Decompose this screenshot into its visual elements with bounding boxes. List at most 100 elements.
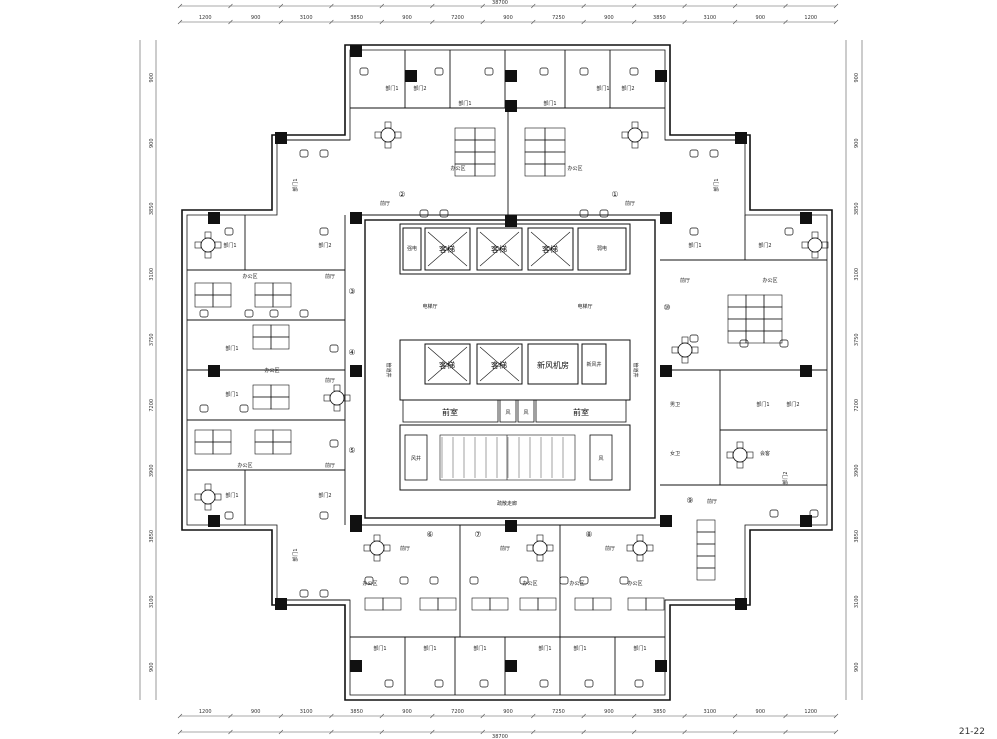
- unit-8: ⑧: [585, 530, 592, 539]
- dimension-tick: [783, 713, 788, 719]
- desk: [212, 294, 232, 308]
- reception-left-2: 前厅: [325, 377, 335, 384]
- office-area-bottom-3: 办公区: [569, 580, 584, 587]
- table-chair: [746, 451, 754, 459]
- dimension-label: 3100: [300, 709, 313, 715]
- reception-bottom-7: 前厅: [500, 545, 510, 552]
- dimension-label: 3100: [854, 595, 860, 608]
- dimension-tick: [430, 713, 435, 719]
- overall-dimension-bottom: 38700: [492, 734, 508, 739]
- dimension-tick: [278, 19, 284, 25]
- chair: [809, 509, 819, 518]
- column: [505, 520, 517, 532]
- dimension-tick: [430, 3, 435, 9]
- chair: [329, 439, 339, 448]
- dimension-label: 900: [503, 15, 513, 21]
- desk: [254, 282, 274, 296]
- fresh-air-shaft: [581, 343, 607, 385]
- dimension-tick: [278, 713, 284, 719]
- table-chair: [214, 241, 222, 249]
- unit-6: ⑥: [426, 530, 433, 539]
- dimension-label: 3900: [149, 464, 155, 477]
- dimension-tick: [783, 729, 788, 735]
- dimension-label: 3100: [703, 15, 716, 21]
- room-label-bottom: 部门1: [473, 645, 486, 652]
- chair: [384, 679, 394, 688]
- office-area-top-left: 办公区: [450, 165, 465, 172]
- dimension-tick: [329, 713, 334, 719]
- column: [655, 70, 667, 82]
- column: [800, 365, 812, 377]
- dimension-label: 3850: [653, 15, 666, 21]
- room-label-top-5: 部门1: [596, 85, 609, 92]
- dimension-tick: [833, 729, 839, 735]
- chair: [619, 576, 629, 585]
- desk: [627, 597, 647, 611]
- desk: [270, 384, 290, 398]
- chair: [434, 679, 444, 688]
- toilet-m-label: 男卫: [670, 402, 680, 408]
- desk: [524, 139, 546, 153]
- round-table: [807, 237, 823, 253]
- table-chair: [671, 346, 679, 354]
- desk: [471, 597, 491, 611]
- dimension-tick: [329, 19, 334, 25]
- dimension-label: 3850: [149, 202, 155, 215]
- dimension-tick: [531, 19, 536, 25]
- reception-left-1: 前厅: [325, 273, 335, 280]
- column: [350, 365, 362, 377]
- column: [735, 598, 747, 610]
- dimension-tick: [329, 729, 334, 735]
- dimension-tick: [379, 729, 385, 735]
- elevator-top-3: 客梯: [527, 227, 574, 271]
- svg-text:客梯: 客梯: [439, 360, 455, 370]
- chair: [239, 404, 249, 413]
- round-table: [732, 447, 748, 463]
- dimension-label: 3100: [149, 595, 155, 608]
- dimension-label: 1200: [804, 709, 817, 715]
- dimension-label: 3900: [854, 464, 860, 477]
- chair: [299, 589, 309, 598]
- desk: [763, 294, 783, 308]
- dimension-tick: [732, 729, 738, 735]
- column: [350, 212, 362, 224]
- unit-1: ①: [611, 190, 618, 199]
- table-chair: [811, 251, 819, 259]
- desk: [254, 441, 274, 455]
- dimension-tick: [732, 19, 738, 25]
- manager-right-2: 部门2: [758, 242, 771, 249]
- desk: [194, 294, 214, 308]
- table-chair: [536, 554, 544, 562]
- reception-top-left: 前厅: [380, 200, 390, 207]
- desk: [544, 151, 566, 165]
- dimension-tick: [379, 3, 385, 9]
- table-chair: [636, 554, 644, 562]
- chair: [689, 149, 699, 158]
- dimension-tick: [833, 19, 839, 25]
- table-chair: [621, 131, 629, 139]
- desk: [254, 429, 274, 443]
- desk: [489, 597, 509, 611]
- chair: [269, 309, 279, 318]
- chair: [364, 576, 374, 585]
- desk: [696, 567, 716, 581]
- desk: [696, 543, 716, 557]
- chair: [319, 149, 329, 158]
- manager-left-2: 部门2: [318, 242, 331, 249]
- column: [350, 45, 362, 57]
- round-table: [200, 237, 216, 253]
- dimension-tick: [177, 19, 183, 25]
- dimension-label: 1200: [199, 15, 212, 21]
- desk: [419, 597, 439, 611]
- table-chair: [801, 241, 809, 249]
- column: [208, 212, 220, 224]
- chair: [299, 309, 309, 318]
- desk: [252, 384, 272, 398]
- room-label-bottom: 部门1: [573, 645, 586, 652]
- chair: [319, 511, 329, 520]
- dimension-tick: [682, 729, 687, 735]
- chair: [244, 309, 254, 318]
- dimension-tick: [833, 3, 839, 9]
- chair: [434, 67, 444, 76]
